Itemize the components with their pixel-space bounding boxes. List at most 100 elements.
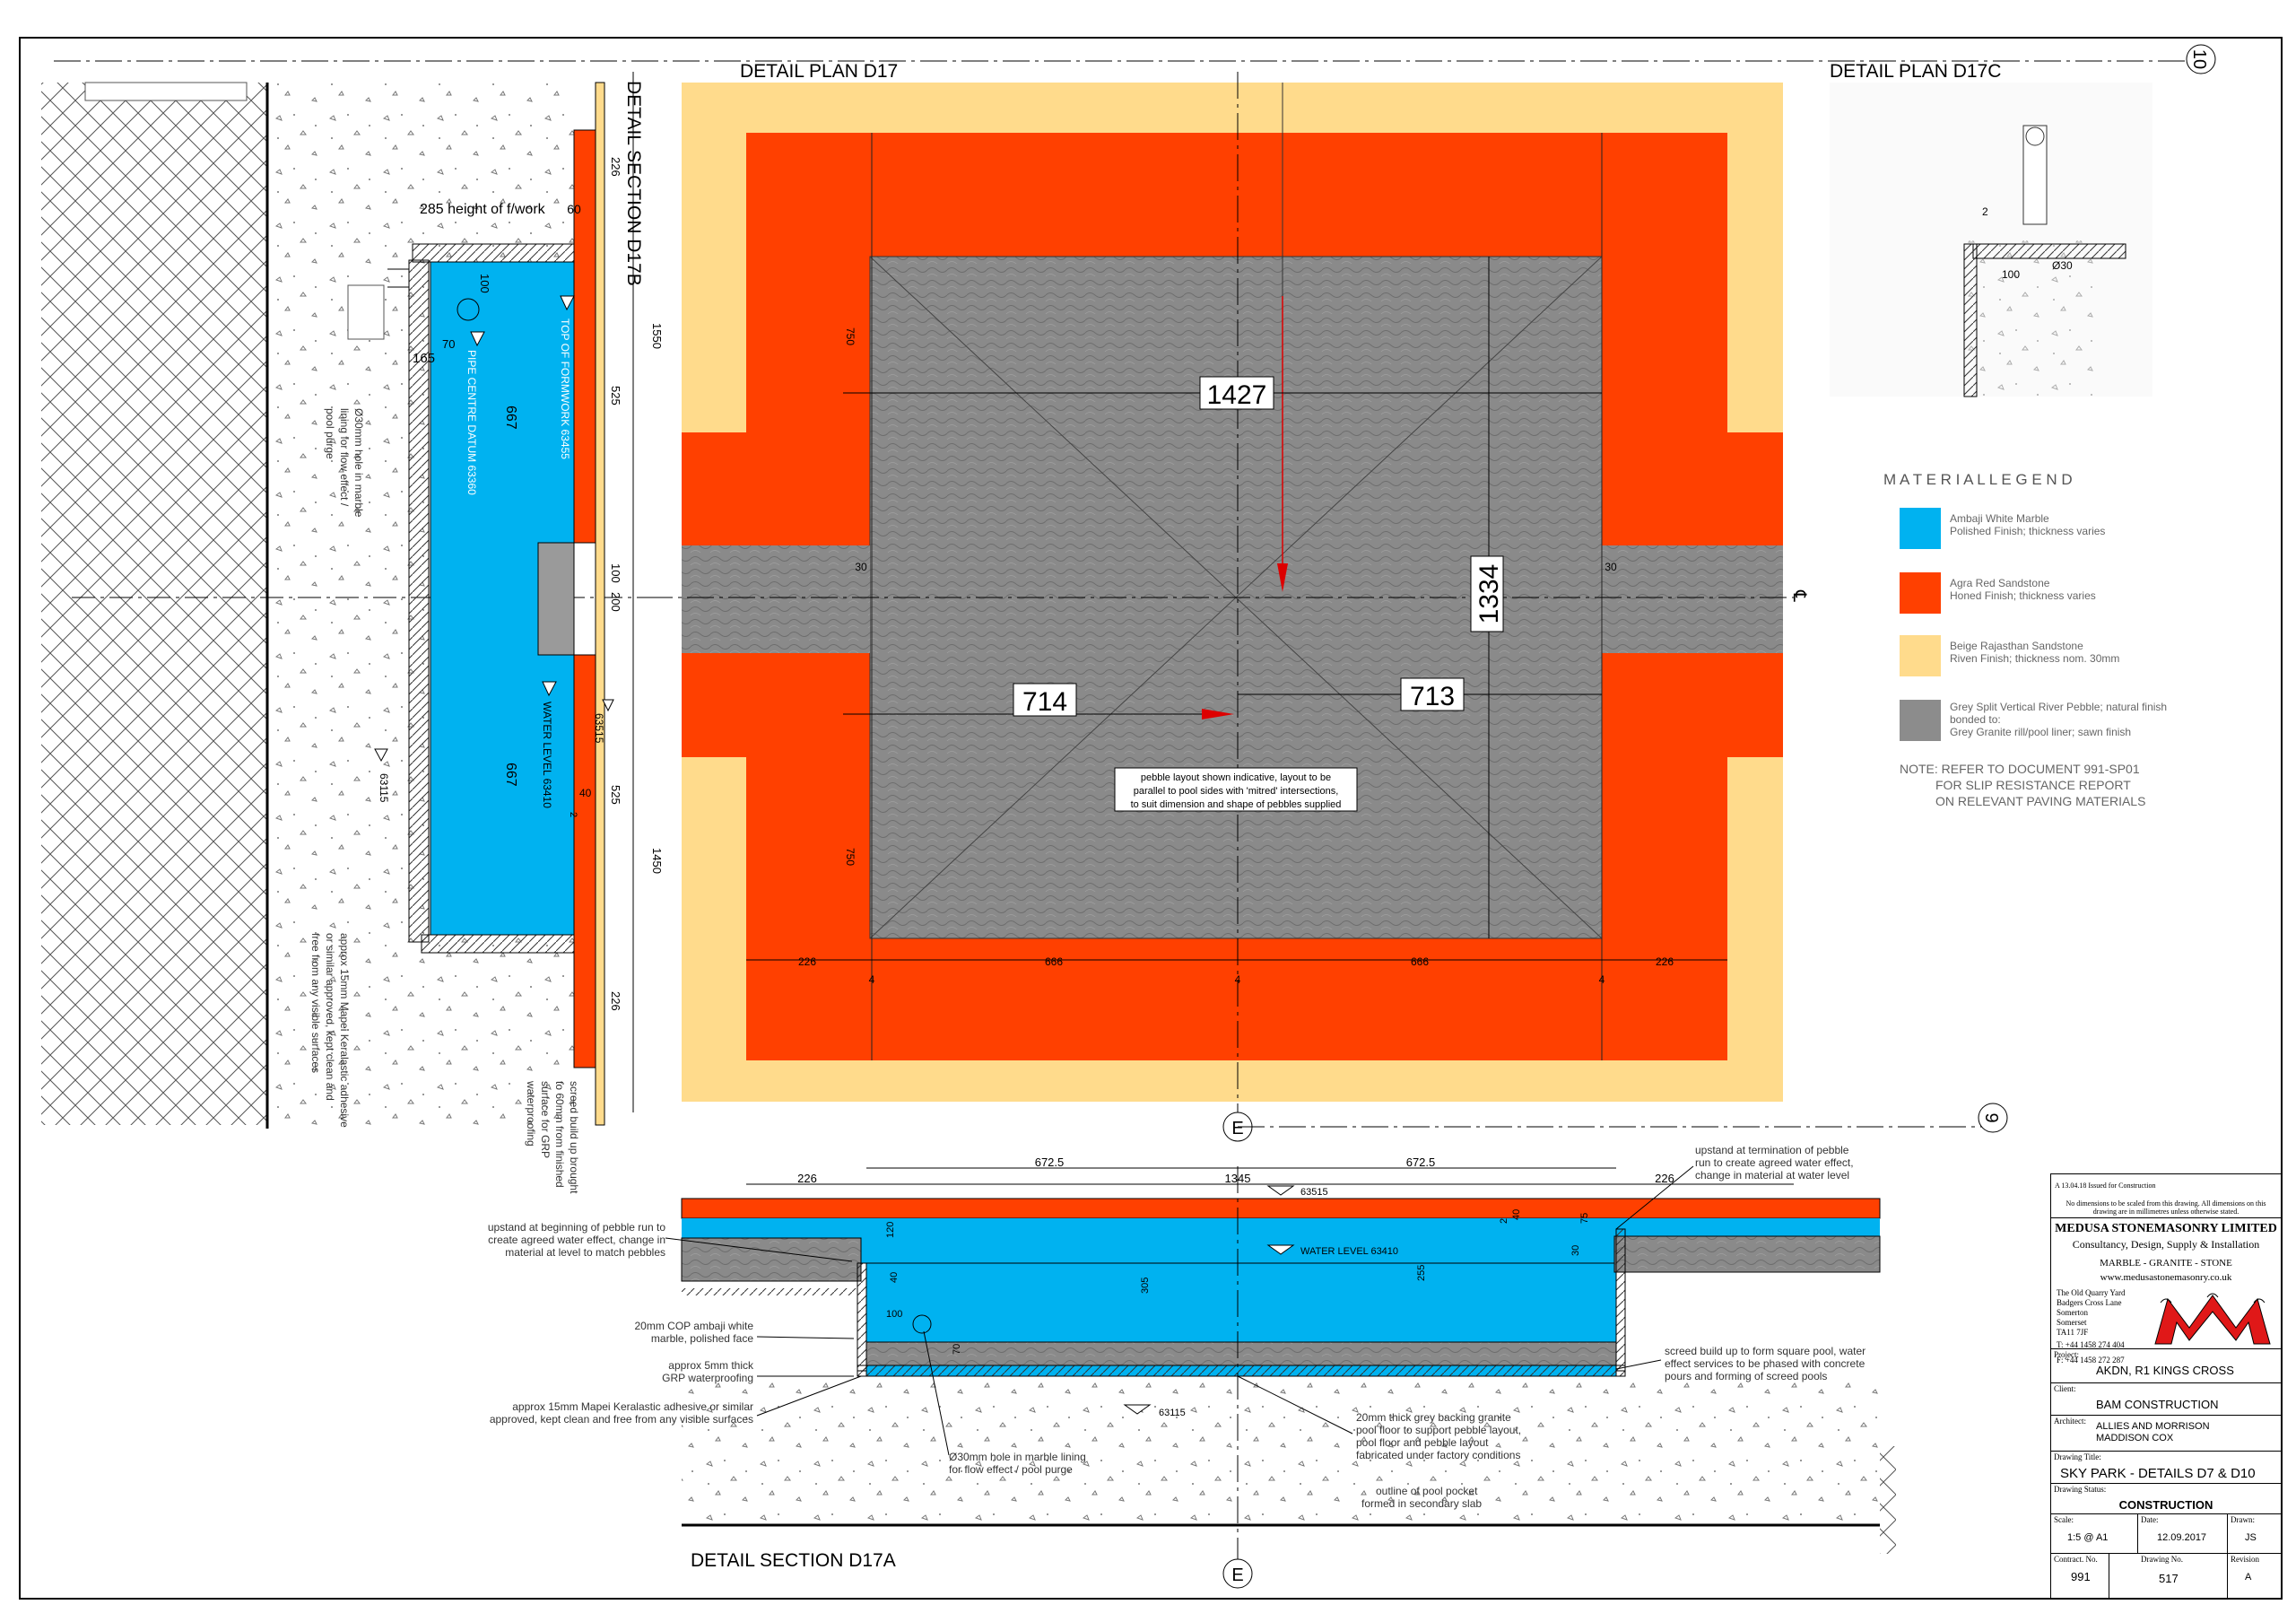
drawing-annotation: material at level to match pebbles [505, 1246, 665, 1259]
drawing-annotation: 226 [609, 157, 622, 177]
drawing-annotation: 305 [1140, 1278, 1151, 1294]
drawing-annotation: 70 [442, 337, 455, 351]
drawing-annotation: 165 [413, 351, 435, 366]
drawing-annotation: screed build up brought [568, 1081, 580, 1194]
drawing-annotation: 100 [478, 274, 491, 293]
contract-no: 991 [2071, 1570, 2091, 1583]
drawing-annotation: approx 15mm Mapei Keralastic adhesive [338, 933, 351, 1128]
drawing-annotation: parallel to pool sides with 'mitred' int… [1134, 786, 1339, 797]
drawing-annotation: ON RELEVANT PAVING MATERIALS [1935, 794, 2145, 808]
project-name: AKDN, R1 KINGS CROSS [2096, 1364, 2234, 1377]
drawing-annotation: 525 [609, 386, 622, 406]
drawing-title: SKY PARK - DETAILS D7 & D10 [2060, 1466, 2256, 1481]
drawing-annotation: Beige Rajasthan Sandstone [1950, 640, 2083, 652]
drawing-annotation: formed in secondary slab [1361, 1497, 1482, 1510]
drawing-annotation: 4 [1599, 973, 1605, 986]
company-address: The Old Quarry Yard Badgers Cross Lane S… [2057, 1288, 2126, 1365]
drawing-annotation: 30 [1605, 561, 1617, 573]
drawing-annotation: free from any visible surfaces [309, 933, 322, 1073]
drawing-annotation: 667 [503, 406, 518, 430]
drawing-annotation: 100 [609, 563, 622, 583]
drawing-annotation: run to create agreed water effect, [1695, 1156, 1854, 1169]
drawing-annotation: FOR SLIP RESISTANCE REPORT [1935, 778, 2131, 792]
disclaimer: No dimensions to be scaled from this dra… [2066, 1199, 2266, 1216]
scale: 1:5 @ A1 [2067, 1532, 2109, 1543]
drawing-annotation: lining for flow effect / [338, 408, 351, 507]
drawing-annotation: marble, polished face [651, 1332, 753, 1345]
drawing-annotation: 2 [1982, 205, 1988, 218]
pebble-outlet [537, 542, 575, 656]
drawing-annotation: WATER LEVEL 63410 [541, 702, 553, 808]
drawing-annotation: 2 [568, 812, 578, 817]
drawing-annotation: surface for GRP [539, 1081, 552, 1158]
architect-name: ALLIES AND MORRISON [2096, 1421, 2210, 1432]
drawing-status: CONSTRUCTION [2118, 1498, 2213, 1512]
drawing-annotation: upstand at beginning of pebble run to [488, 1221, 665, 1234]
revision: A [2245, 1572, 2252, 1583]
drawing-annotation: Grey Split Vertical River Pebble; natura… [1950, 701, 2167, 713]
drawing-annotation: 30 [855, 561, 867, 573]
drawing-annotation: Ø30mm hole in marble lining [949, 1451, 1086, 1463]
medusa-logo [2154, 1293, 2271, 1345]
drawing-annotation: create agreed water effect, change in [488, 1234, 665, 1246]
plan-d17-note: pebble layout shown indicative, layout t… [1114, 767, 1358, 812]
drawing-annotation: 63515 [593, 713, 605, 744]
wall-hatch [41, 83, 267, 1125]
drawing-annotation: 713 [1410, 682, 1455, 711]
grid-marker-e-bottom [1222, 1558, 1253, 1589]
drawing-annotation: fabricated under factory conditions [1356, 1449, 1520, 1461]
drawing-annotation: Ø30 [2052, 259, 2073, 272]
drawing-annotation: 226 [797, 1172, 817, 1185]
drawing-annotation: waterproofing [525, 1080, 537, 1147]
date: 12.09.2017 [2157, 1532, 2207, 1543]
company-panel: MEDUSA STONEMASONRY LIMITED Consultancy,… [2051, 1217, 2281, 1365]
drawing-annotation: 666 [1045, 955, 1063, 968]
drawing-annotation: change in material at water level [1695, 1169, 1849, 1182]
drawing-annotation: Grey Granite rill/pool liner; sawn finis… [1950, 726, 2131, 738]
drawing-annotation: Ø30mm hole in marble [352, 408, 365, 518]
revision-line: A 13.04.18 Issued for Construction [2055, 1182, 2156, 1190]
drawing-annotation: 40 [889, 1272, 900, 1283]
grid-label-10: 10 [2189, 49, 2209, 69]
company-website: www.medusastonemasonry.co.uk [2100, 1272, 2232, 1283]
drawing-annotation: 60 [567, 202, 581, 216]
drawing-annotation: 525 [609, 785, 622, 805]
drawing-annotation: approved, kept clean and free from any v… [490, 1413, 753, 1426]
drawing-annotation: WATER LEVEL 63410 [1300, 1246, 1398, 1257]
sheet-border [19, 37, 2283, 1600]
drawing-annotation: 750 [844, 848, 857, 866]
drawing-annotation: 714 [1022, 687, 1067, 717]
drawing-annotation: 1550 [650, 323, 664, 349]
drawing-annotation: 4 [869, 973, 875, 986]
drawing-annotation: 63115 [378, 773, 390, 803]
drawing-annotation: bonded to: [1950, 713, 2001, 726]
drawing-annotation: or similar approved, kept clean and [324, 933, 336, 1101]
drawing-annotation: 672.5 [1406, 1155, 1436, 1169]
drawing-annotation: 100 [2002, 268, 2020, 281]
company-name: MEDUSA STONEMASONRY LIMITED [2055, 1222, 2277, 1235]
plan-d17 [646, 72, 1794, 1142]
drawing-annotation: TOP OF FORMWORK 63455 [559, 318, 571, 459]
client-name: BAM CONSTRUCTION [2096, 1398, 2219, 1411]
drawing-annotation: 4 [1235, 973, 1241, 986]
drawing-annotation: 226 [1655, 1172, 1674, 1185]
drawn-by: JS [2245, 1532, 2257, 1543]
drawing-annotation: 226 [1656, 955, 1674, 968]
drawing-annotation: 70 [952, 1344, 962, 1355]
drawing-annotation: for flow effect / pool purge [949, 1463, 1073, 1476]
title-block: A 13.04.18 Issued for Construction No di… [2050, 1173, 2282, 1599]
drawing-annotation: PIPE CENTRE DATUM 63360 [465, 350, 478, 495]
drawing-annotation: outline of pool pocket [1376, 1485, 1478, 1497]
drawing-annotation: pours and forming of screed pools [1665, 1370, 1827, 1382]
drawing-annotation: 226 [609, 991, 622, 1011]
drawing-annotation: effect services to be phased with concre… [1665, 1357, 1866, 1370]
company-tagline: Consultancy, Design, Supply & Installati… [2072, 1238, 2260, 1251]
drawing-annotation: GRP waterproofing [662, 1372, 753, 1384]
drawing-annotation: 1334 [1474, 564, 1504, 624]
plan-d17c [1830, 83, 2152, 397]
material-legend: M A T E R I A L L E G E N D Ambaji White… [1883, 471, 2167, 808]
drawing-annotation: 666 [1411, 955, 1429, 968]
grid-label-e-top: E [1231, 1119, 1243, 1138]
section-d17b-title: DETAIL SECTION D17B [623, 81, 644, 286]
